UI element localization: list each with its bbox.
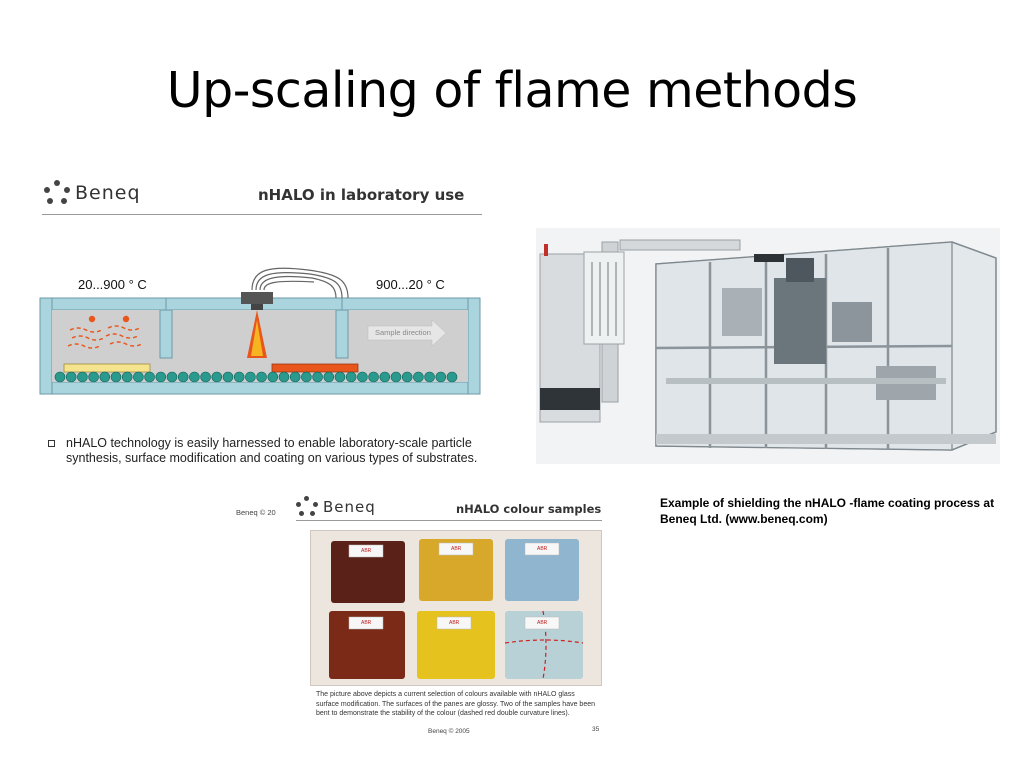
beneq-logo-text: Beneq — [323, 498, 376, 516]
lab-panel-heading: nHALO in laboratory use — [258, 186, 465, 204]
conveyor-roller — [334, 371, 346, 383]
pane-label: ABR — [449, 620, 460, 626]
colour-panes-illustration — [311, 531, 601, 685]
conveyor-roller — [390, 371, 402, 383]
conveyor-roller — [245, 371, 256, 383]
sample-direction-label: Sample direction — [375, 328, 431, 337]
conveyor-roller — [121, 371, 133, 383]
conveyor-roller — [435, 371, 447, 383]
conveyor-roller — [77, 371, 88, 383]
conveyor-roller — [368, 371, 379, 383]
divider — [296, 520, 602, 521]
conveyor-roller — [222, 371, 234, 383]
colour-samples-photo: ABR ABR ABR ABR ABR ABR — [310, 530, 602, 686]
conveyor-roller — [189, 371, 200, 383]
pane-label: ABR — [361, 548, 372, 554]
colour-samples-description: The picture above depicts a current sele… — [316, 691, 595, 717]
beneq-logo: Beneq — [44, 180, 141, 206]
divider — [42, 214, 482, 215]
conveyor-roller — [211, 371, 223, 383]
pane-label: ABR — [361, 620, 372, 626]
conveyor-roller — [256, 371, 267, 383]
conveyor-roller — [166, 371, 178, 383]
conveyor-roller — [65, 371, 77, 383]
conveyor-roller — [446, 371, 458, 383]
conveyor-roller — [99, 371, 111, 383]
beneq-logo-icon — [44, 180, 70, 206]
pane-label: ABR — [537, 620, 548, 626]
colour-samples-panel: Beneq © 20 Beneq nHALO colour samples — [232, 494, 610, 742]
conveyor-roller — [110, 371, 122, 383]
conveyor-roller — [401, 371, 413, 383]
conveyor-roller — [289, 371, 301, 383]
conveyor-roller — [54, 371, 66, 383]
conveyor-roller — [379, 371, 391, 383]
bullet-icon — [48, 440, 55, 447]
colour-panel-heading: nHALO colour samples — [456, 502, 602, 516]
conveyor-roller — [88, 371, 99, 383]
beneq-logo-icon — [296, 496, 318, 518]
beneq-logo: Beneq — [296, 496, 376, 518]
conveyor-roller — [233, 371, 245, 383]
conveyor-roller — [323, 371, 335, 383]
lab-panel-bullet: nHALO technology is easily harnessed to … — [66, 436, 478, 465]
conveyor-roller — [267, 371, 279, 383]
copyright-bottom: Beneq © 2005 — [428, 728, 470, 735]
temp-right-label: 900...20 ° C — [376, 277, 445, 292]
conveyor-roller — [155, 371, 167, 383]
conveyor-roller — [357, 371, 368, 383]
flame-coating-machine-photo — [536, 228, 1000, 464]
temp-left-label: 20...900 ° C — [78, 277, 147, 292]
conveyor-roller — [200, 371, 211, 383]
conveyor-roller — [133, 371, 144, 383]
pane-label: ABR — [451, 546, 462, 552]
conveyor-roller — [424, 371, 435, 383]
page-number: 35 — [592, 726, 600, 733]
machine-illustration — [536, 228, 1000, 464]
slide-title: Up-scaling of flame methods — [166, 62, 858, 119]
conveyor-roller — [301, 371, 312, 383]
conveyor-roller — [345, 371, 357, 383]
beneq-logo-text: Beneq — [75, 182, 141, 204]
conveyor-roller — [312, 371, 323, 383]
lab-diagram-panel: Beneq nHALO in laboratory use 20...900 °… — [38, 170, 490, 488]
conveyor-roller — [413, 371, 424, 383]
machine-photo-caption: Example of shielding the nHALO -flame co… — [660, 496, 995, 526]
pane-label: ABR — [537, 546, 548, 552]
conveyor-roller — [278, 371, 290, 383]
copyright-left: Beneq © 20 — [236, 508, 276, 517]
flame-process-diagram — [39, 267, 481, 395]
conveyor-roller — [177, 371, 189, 383]
conveyor-roller — [144, 371, 155, 383]
